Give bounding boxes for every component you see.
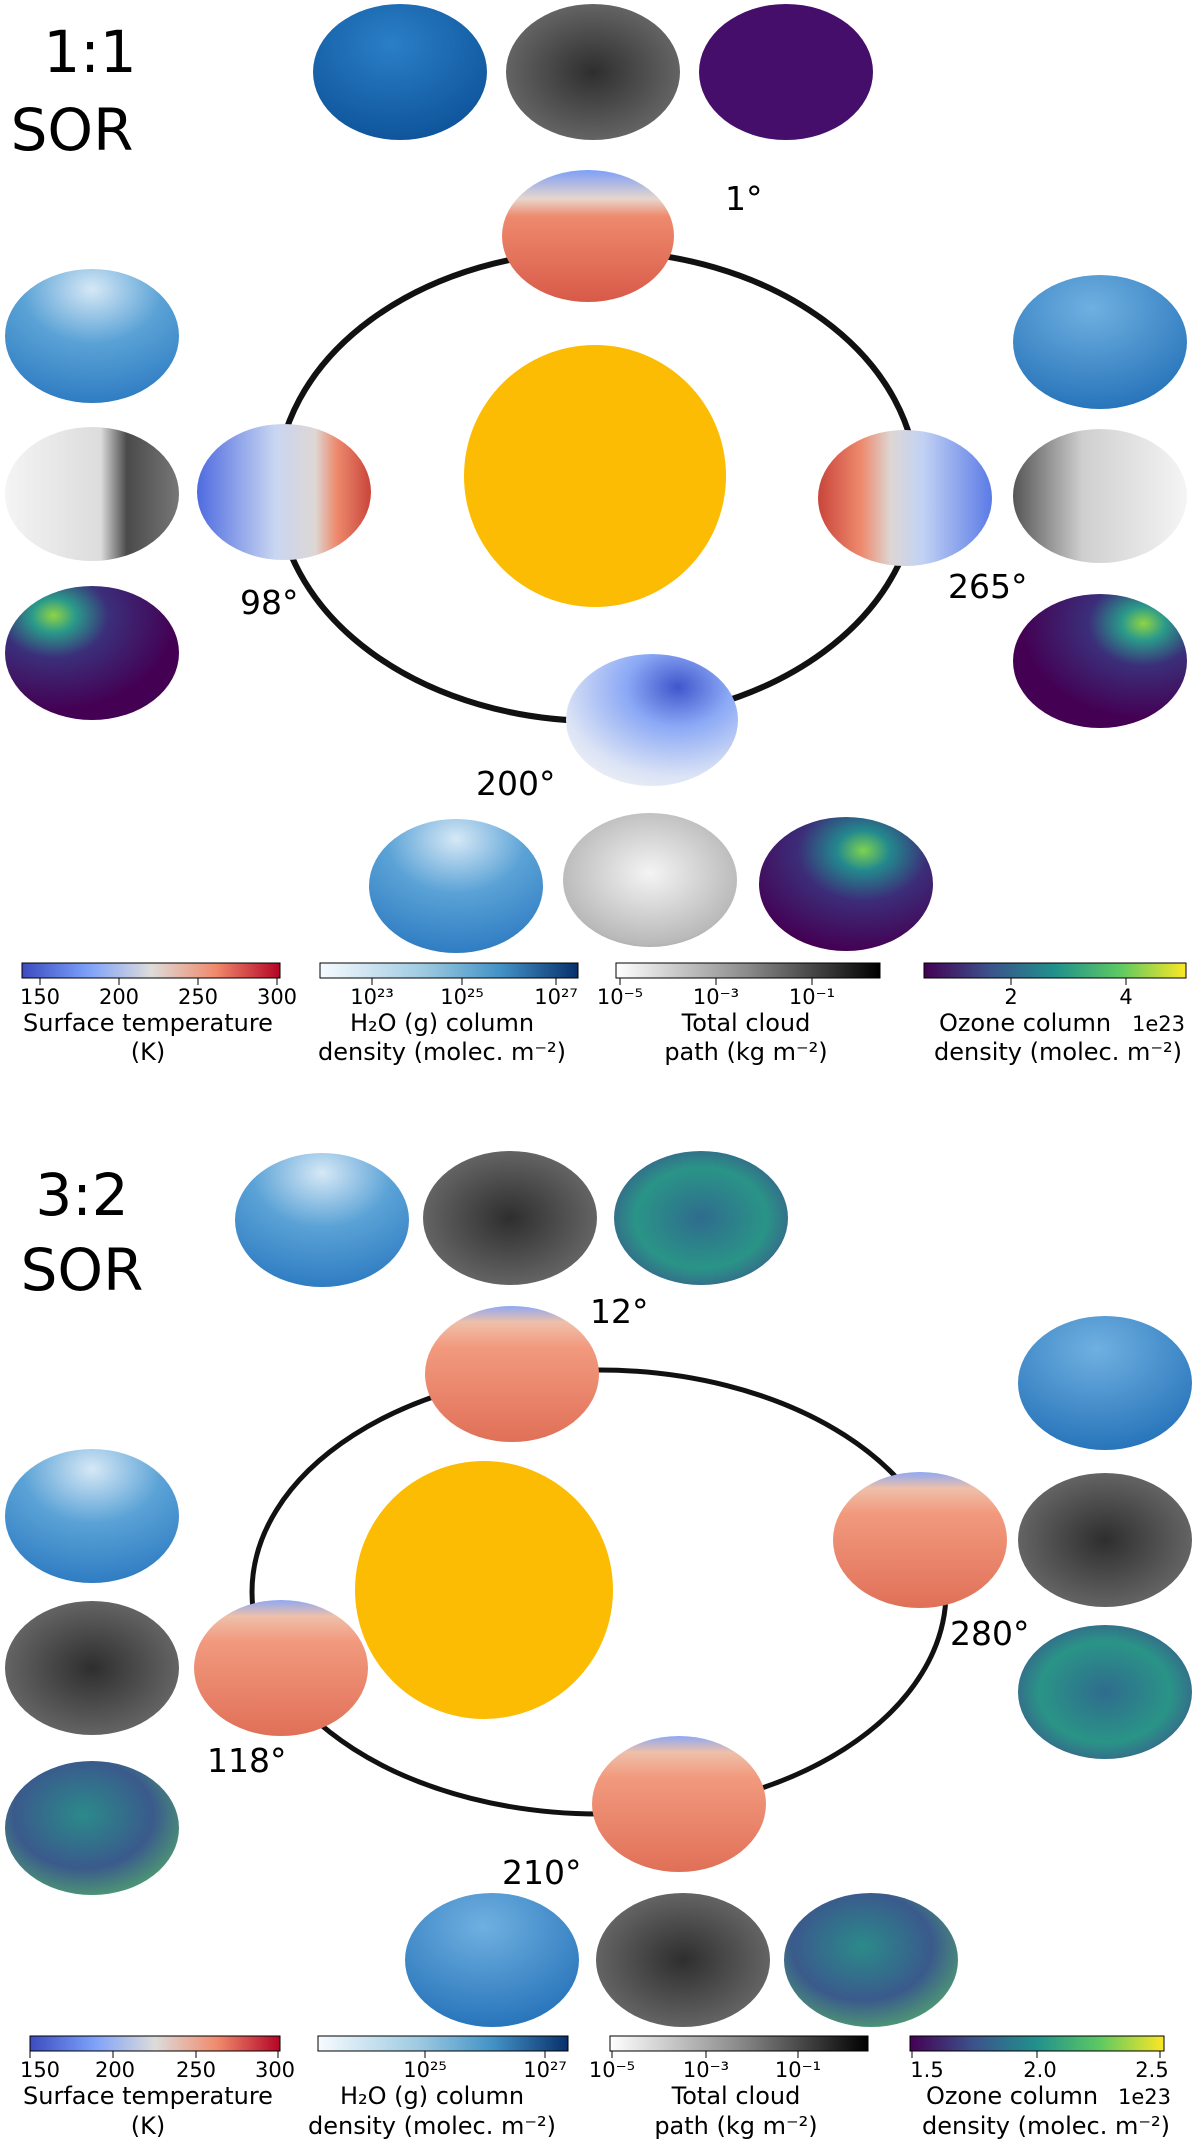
- tick-label: 300: [255, 2058, 295, 2082]
- star: [355, 1461, 613, 1719]
- tick-label: 250: [176, 2058, 216, 2082]
- globe-water-top: [235, 1153, 409, 1287]
- globe-cloud-top: [506, 4, 680, 140]
- globe-temperature-left: [197, 424, 371, 560]
- tick-label: 150: [20, 985, 60, 1009]
- angle-label-right: 265°: [948, 567, 1028, 606]
- globe-ozone-top: [614, 1151, 788, 1285]
- globe-water-bottom: [405, 1893, 579, 2027]
- globe-temperature-left: [194, 1600, 368, 1736]
- colorbar-cloud-path: 10⁻⁵ 10⁻³ 10⁻¹ Total cloud path (kg m⁻²): [597, 962, 881, 1066]
- globe-cloud-bottom: [596, 1893, 770, 2027]
- tick-label: 2.0: [1023, 2058, 1056, 2082]
- globe-ozone-top: [699, 4, 873, 140]
- angle-label-right: 280°: [950, 1614, 1030, 1653]
- tick-label: 10²³: [350, 985, 394, 1009]
- angle-label-top: 1°: [725, 179, 763, 218]
- panel-title-line2: SOR: [11, 96, 134, 164]
- colorbar-label-line2: path (kg m⁻²): [664, 1038, 827, 1066]
- colorbar-label-line2: density (molec. m⁻²): [308, 2112, 556, 2140]
- globe-cloud-right: [1018, 1473, 1192, 1607]
- colorbar-label-line2: density (molec. m⁻²): [318, 1038, 566, 1066]
- globe-cloud-top: [423, 1151, 597, 1285]
- colorbar-label-line1: Ozone column: [926, 2082, 1098, 2110]
- globe-ozone-bottom: [759, 817, 933, 951]
- globe-water-left: [5, 269, 179, 403]
- colorbar-exponent: 1e23: [1132, 1012, 1185, 1036]
- colorbar-cloud-path: 10⁻⁵ 10⁻³ 10⁻¹ Total cloud path (kg m⁻²): [589, 2035, 869, 2140]
- globe-temperature-right: [833, 1472, 1007, 1608]
- colorbar-label-line1: Total cloud: [681, 1009, 811, 1037]
- globe-water-bottom: [369, 819, 543, 953]
- tick-label: 4: [1119, 985, 1132, 1009]
- globe-cloud-left: [5, 427, 179, 561]
- globe-ozone-right: [1018, 1625, 1192, 1759]
- tick-label: 200: [95, 2058, 135, 2082]
- tick-label: 300: [257, 985, 297, 1009]
- panel-title-line1: 1:1: [43, 18, 136, 86]
- globe-ozone-right: [1013, 594, 1187, 728]
- globe-ozone-left: [5, 1761, 179, 1895]
- tick-label: 1.5: [910, 2058, 943, 2082]
- globe-water-left: [5, 1449, 179, 1583]
- colorbar-label-line1: Total cloud: [671, 2082, 801, 2110]
- colorbar-label-line1: H₂O (g) column: [340, 2082, 524, 2110]
- globe-temperature-top: [425, 1306, 599, 1442]
- panel-3-2-sor: 3:2 SOR 12° 118° 210° 280°: [5, 1151, 1192, 2140]
- tick-label: 10⁻⁵: [589, 2058, 635, 2082]
- globe-temperature-bottom: [592, 1736, 766, 1872]
- colorbar-label-line2: density (molec. m⁻²): [934, 1038, 1182, 1066]
- colorbar-label-line1: Surface temperature: [23, 1009, 273, 1037]
- colorbar-water-column: 10²⁵ 10²⁷ H₂O (g) column density (molec.…: [308, 2035, 569, 2140]
- tick-label: 250: [178, 985, 218, 1009]
- tick-label: 10⁻⁵: [597, 985, 643, 1009]
- panel-title-line2: SOR: [21, 1236, 144, 1304]
- tick-label: 10⁻¹: [775, 2058, 821, 2082]
- globe-cloud-left: [5, 1601, 179, 1735]
- colorbar-label-line2: (K): [131, 2112, 165, 2140]
- colorbar-label-line1: Surface temperature: [23, 2082, 273, 2110]
- globe-cloud-right: [1013, 429, 1187, 563]
- colorbar-water-column: 10²³ 10²⁵ 10²⁷ H₂O (g) column density (m…: [318, 962, 579, 1066]
- globe-water-right: [1013, 275, 1187, 409]
- colorbar-exponent: 1e23: [1118, 2085, 1171, 2109]
- tick-label: 10²⁵: [440, 985, 484, 1009]
- star: [464, 345, 726, 607]
- tick-label: 200: [99, 985, 139, 1009]
- globe-ozone-bottom: [784, 1893, 958, 2027]
- colorbar-label-line1: Ozone column: [939, 1009, 1111, 1037]
- colorbar-surface-temperature: 150 200 250 300 Surface temperature (K): [20, 2035, 295, 2140]
- colorbar-label-line2: (K): [131, 1038, 165, 1066]
- colorbar-label-line1: H₂O (g) column: [350, 1009, 534, 1037]
- tick-label: 10²⁷: [534, 985, 578, 1009]
- colorbar-ozone-column: 2 4 1e23 Ozone column density (molec. m⁻…: [923, 962, 1187, 1066]
- globe-water-right: [1018, 1316, 1192, 1450]
- colorbar-surface-temperature: 150 200 250 300 Surface temperature (K): [20, 962, 297, 1066]
- angle-label-bottom: 210°: [502, 1853, 582, 1892]
- angle-label-left: 98°: [240, 583, 299, 622]
- tick-label: 10⁻³: [683, 2058, 729, 2082]
- tick-label: 10²⁵: [403, 2058, 447, 2082]
- colorbar-ozone-column: 1.5 2.0 2.5 1e23 Ozone column density (m…: [909, 2035, 1171, 2140]
- globe-ozone-left: [5, 586, 179, 720]
- colorbar-label-line2: density (molec. m⁻²): [922, 2112, 1170, 2140]
- panel-1-1-sor: 1:1 SOR 1° 98° 200° 265°: [5, 4, 1187, 1066]
- globe-water-top: [313, 4, 487, 140]
- panel-title-line1: 3:2: [35, 1161, 128, 1229]
- tick-label: 10⁻¹: [789, 985, 835, 1009]
- globe-cloud-bottom: [563, 813, 737, 947]
- tick-label: 10⁻³: [693, 985, 739, 1009]
- tick-label: 10²⁷: [523, 2058, 567, 2082]
- globe-temperature-top: [502, 170, 674, 302]
- tick-label: 150: [20, 2058, 60, 2082]
- colorbar-label-line2: path (kg m⁻²): [654, 2112, 817, 2140]
- tick-label: 2.5: [1135, 2058, 1168, 2082]
- angle-label-left: 118°: [207, 1741, 287, 1780]
- tick-label: 2: [1004, 985, 1017, 1009]
- globe-temperature-right: [818, 430, 992, 566]
- globe-temperature-bottom: [566, 654, 738, 786]
- angle-label-top: 12°: [590, 1292, 649, 1331]
- angle-label-bottom: 200°: [476, 764, 556, 803]
